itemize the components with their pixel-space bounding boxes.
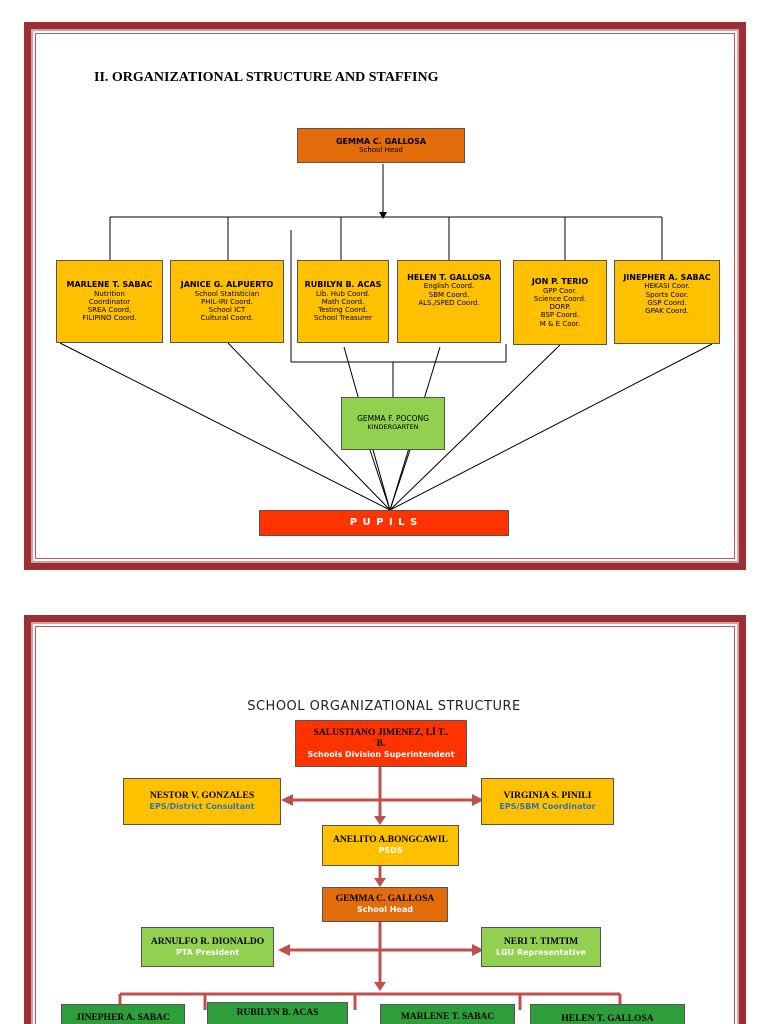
coordinator-role: Lib. Hub Coord. xyxy=(316,289,370,298)
pta-box: ARNULFO R. DIONALDO PTA President xyxy=(141,927,274,967)
coordinator-name: JON P. TERIO xyxy=(531,277,589,287)
eps-left-role: EPS/District Consultant xyxy=(149,802,255,812)
coordinator-role: English Coord. xyxy=(423,282,475,291)
coordinator-role: Cultural Coord. xyxy=(200,314,254,323)
coordinator-name: MARLENE T. SABAC xyxy=(66,280,153,290)
coordinator-role: Coordinator xyxy=(88,297,131,306)
school-head-role-2: School Head xyxy=(357,905,413,915)
psds-role: PSDS xyxy=(378,846,403,856)
coordinator-box: JINEPHER A. SABAC HEKASI Coor. Sports Co… xyxy=(614,260,720,344)
kinder-role: KINDERGARTEN xyxy=(367,423,419,432)
staff-name: JINEPHER A. SABAC xyxy=(76,1013,170,1023)
coordinator-role: GPP Coor. xyxy=(542,286,577,295)
section-heading: II. ORGANIZATIONAL STRUCTURE AND STAFFIN… xyxy=(94,70,439,85)
coordinator-box: JON P. TERIO GPP Coor. Science Coord. DO… xyxy=(513,260,607,345)
coordinator-role: School Treasurer xyxy=(313,314,373,323)
coordinator-role: BSP Coord. xyxy=(540,311,580,320)
eps-consultant-box: NESTOR V. GONZALES EPS/District Consulta… xyxy=(123,778,281,825)
coordinator-role: Math Coord. xyxy=(321,297,365,306)
kindergarten-box: GEMMA F. POCONG KINDERGARTEN xyxy=(341,397,445,450)
staff-name: RUBILYN B. ACAS xyxy=(236,1008,319,1018)
coordinator-role: School ICT xyxy=(208,306,246,315)
staff-box: RUBILYN B. ACAS xyxy=(207,1002,348,1024)
coordinator-role: Nutrition xyxy=(94,289,125,298)
coordinator-role: SBM Coord. xyxy=(428,290,470,299)
coordinator-name: RUBILYN B. ACAS xyxy=(304,280,382,290)
lgu-role: LGU Representative xyxy=(496,947,586,957)
eps-left-name: NESTOR V. GONZALES xyxy=(149,791,255,802)
kinder-teacher-name: GEMMA F. POCONG xyxy=(357,414,429,424)
superintendent-name: SALUSTIANO JIMENEZ, LÎ T.. xyxy=(313,727,449,738)
pupils-label: P U P I L S xyxy=(349,517,419,529)
coordinator-box: HELEN T. GALLOSA English Coord. SBM Coor… xyxy=(397,260,501,343)
coordinator-role: DORP. xyxy=(549,303,571,312)
coordinator-role: PHIL-IRI Coord. xyxy=(201,297,253,306)
superintendent-role: Schools Division Superintendent xyxy=(307,749,455,759)
coordinator-role: M & E Coor. xyxy=(539,319,581,328)
coordinator-name: JANICE G. ALPUERTO xyxy=(180,280,274,290)
pta-role: PTA President xyxy=(175,947,240,957)
lgu-box: NERI T. TIMTIM LGU Representative xyxy=(481,927,601,967)
pupils-box: P U P I L S xyxy=(259,510,509,536)
coordinator-role: School Statistician xyxy=(194,289,260,298)
psds-box: ANELITO A.BONGCAWIL PSDS xyxy=(322,825,459,866)
eps-right-name: VIRGINIA S. PINILI xyxy=(503,791,592,802)
coordinator-role: FILIPINO Coord. xyxy=(82,314,137,323)
school-head-box-2: GEMMA C. GALLOSA School Head xyxy=(322,887,448,922)
superintendent-box: SALUSTIANO JIMENEZ, LÎ T.. B. Schools Di… xyxy=(295,720,467,767)
school-head-name-2: GEMMA C. GALLOSA xyxy=(335,894,435,905)
coordinator-role: ALS./SPED Coord. xyxy=(418,298,480,307)
staff-name: MARLENE T. SABAC xyxy=(400,1012,495,1022)
staff-box: HELEN T. GALLOSA xyxy=(530,1004,685,1024)
school-head-name: GEMMA C. GALLOSA xyxy=(335,136,427,146)
pta-name: ARNULFO R. DIONALDO xyxy=(150,936,265,947)
school-head-role: School Head xyxy=(359,146,403,155)
lgu-name: NERI T. TIMTIM xyxy=(503,936,579,947)
coordinator-name: HELEN T. GALLOSA xyxy=(407,273,491,282)
school-head-box: GEMMA C. GALLOSA School Head xyxy=(297,128,465,163)
coordinator-role: GPAK Coord. xyxy=(645,307,689,316)
coordinator-role: GSP Coord. xyxy=(647,298,687,307)
eps-coordinator-box: VIRGINIA S. PINILI EPS/SBM Coordinator xyxy=(481,778,614,825)
coordinator-box: MARLENE T. SABAC Nutrition Coordinator S… xyxy=(56,260,163,343)
coordinator-role: Science Coord. xyxy=(533,294,587,303)
staff-box: MARLENE T. SABAC xyxy=(380,1004,515,1024)
coordinator-role: SREA Coord, xyxy=(87,306,132,315)
section-heading-2: SCHOOL ORGANIZATIONAL STRUCTURE xyxy=(247,699,521,714)
coordinator-role: Sports Coor. xyxy=(645,290,689,299)
staff-box: JINEPHER A. SABAC xyxy=(61,1004,185,1024)
coordinator-role: Testing Coord. xyxy=(318,306,368,315)
superintendent-name-cont: B. xyxy=(376,738,386,749)
coordinator-box: RUBILYN B. ACAS Lib. Hub Coord. Math Coo… xyxy=(297,260,389,343)
coordinator-role: HEKASI Coor. xyxy=(644,282,690,291)
coordinator-name: JINEPHER A. SABAC xyxy=(623,273,711,282)
eps-right-role: EPS/SBM Coordinator xyxy=(499,802,596,812)
staff-name: HELEN T. GALLOSA xyxy=(561,1014,654,1024)
psds-name: ANELITO A.BONGCAWIL xyxy=(333,835,448,846)
coordinator-box: JANICE G. ALPUERTO School Statistician P… xyxy=(170,260,284,343)
